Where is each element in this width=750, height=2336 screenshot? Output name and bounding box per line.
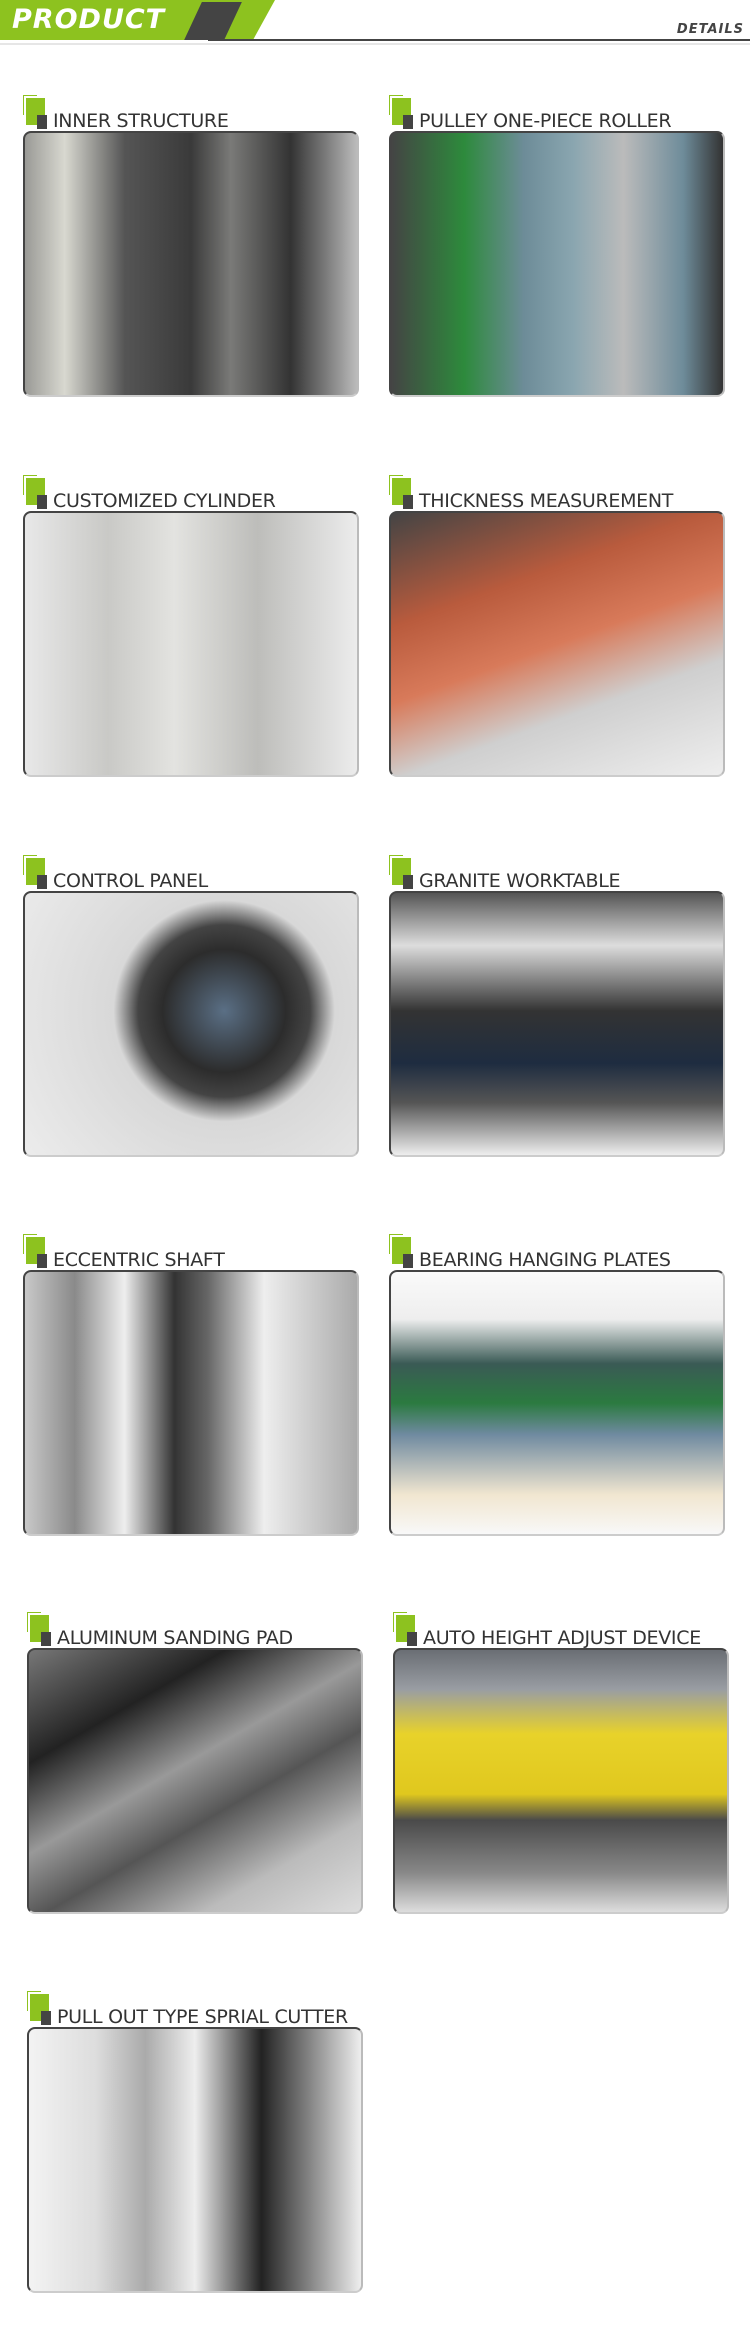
feature-title: PULLEY ONE-PIECE ROLLER	[389, 95, 725, 135]
feature-title: GRANITE WORKTABLE	[389, 855, 725, 895]
feature-photo	[23, 1270, 359, 1536]
feature-title: INNER STRUCTURE	[23, 95, 359, 135]
title-square-outline-icon	[389, 855, 403, 875]
product-feature-card: AUTO HEIGHT ADJUST DEVICE	[393, 1612, 729, 1914]
title-square-outline-icon	[389, 95, 403, 115]
feature-title-text: CUSTOMIZED CYLINDER	[53, 490, 276, 512]
product-feature-card: ECCENTRIC SHAFT	[23, 1234, 359, 1536]
header-subtitle: DETAILS	[676, 22, 744, 37]
feature-title: THICKNESS MEASUREMENT	[389, 475, 725, 515]
feature-title: CONTROL PANEL	[23, 855, 359, 895]
product-feature-card: CUSTOMIZED CYLINDER	[23, 475, 359, 777]
product-feature-card: INNER STRUCTURE	[23, 95, 359, 397]
feature-photo	[393, 1648, 729, 1914]
product-feature-card: CONTROL PANEL	[23, 855, 359, 1157]
feature-title-text: PULL OUT TYPE SPRIAL CUTTER	[57, 2006, 348, 2028]
feature-title: ALUMINUM SANDING PAD	[27, 1612, 363, 1652]
product-feature-card: BEARING HANGING PLATES	[389, 1234, 725, 1536]
feature-title: ECCENTRIC SHAFT	[23, 1234, 359, 1274]
feature-title-text: GRANITE WORKTABLE	[419, 870, 621, 892]
feature-title-text: ECCENTRIC SHAFT	[53, 1249, 225, 1271]
product-feature-card: THICKNESS MEASUREMENT	[389, 475, 725, 777]
title-square-outline-icon	[393, 1612, 407, 1632]
feature-title-text: PULLEY ONE-PIECE ROLLER	[419, 110, 672, 132]
feature-title-text: INNER STRUCTURE	[53, 110, 229, 132]
title-dark-square-icon	[41, 1632, 51, 1646]
feature-photo	[389, 1270, 725, 1536]
feature-title-text: BEARING HANGING PLATES	[419, 1249, 671, 1271]
feature-title: AUTO HEIGHT ADJUST DEVICE	[393, 1612, 729, 1652]
title-dark-square-icon	[37, 875, 47, 889]
feature-title-text: CONTROL PANEL	[53, 870, 208, 892]
title-square-outline-icon	[23, 855, 37, 875]
product-feature-card: PULL OUT TYPE SPRIAL CUTTER	[27, 1991, 363, 2293]
feature-photo	[389, 511, 725, 777]
title-square-outline-icon	[389, 1234, 403, 1254]
title-dark-square-icon	[407, 1632, 417, 1646]
title-dark-square-icon	[37, 115, 47, 129]
title-dark-square-icon	[403, 875, 413, 889]
product-feature-card: ALUMINUM SANDING PAD	[27, 1612, 363, 1914]
title-dark-square-icon	[37, 495, 47, 509]
feature-title-text: THICKNESS MEASUREMENT	[419, 490, 674, 512]
feature-title-text: AUTO HEIGHT ADJUST DEVICE	[423, 1627, 701, 1649]
feature-title: BEARING HANGING PLATES	[389, 1234, 725, 1274]
feature-title: CUSTOMIZED CYLINDER	[23, 475, 359, 515]
title-square-outline-icon	[23, 95, 37, 115]
feature-photo	[23, 891, 359, 1157]
title-dark-square-icon	[37, 1254, 47, 1268]
title-dark-square-icon	[403, 495, 413, 509]
feature-photo	[23, 511, 359, 777]
product-feature-card: GRANITE WORKTABLE	[389, 855, 725, 1157]
title-dark-square-icon	[403, 115, 413, 129]
title-square-outline-icon	[27, 1612, 41, 1632]
feature-title-text: ALUMINUM SANDING PAD	[57, 1627, 293, 1649]
title-square-outline-icon	[23, 1234, 37, 1254]
title-dark-square-icon	[41, 2011, 51, 2025]
header-divider	[208, 39, 750, 41]
header-underline	[0, 43, 750, 45]
feature-title: PULL OUT TYPE SPRIAL CUTTER	[27, 1991, 363, 2031]
feature-photo	[27, 1648, 363, 1914]
title-square-outline-icon	[27, 1991, 41, 2011]
feature-photo	[23, 131, 359, 397]
feature-photo	[389, 131, 725, 397]
title-square-outline-icon	[389, 475, 403, 495]
header-title: PRODUCT	[12, 4, 166, 35]
feature-photo	[389, 891, 725, 1157]
title-square-outline-icon	[23, 475, 37, 495]
title-dark-square-icon	[403, 1254, 413, 1268]
product-feature-card: PULLEY ONE-PIECE ROLLER	[389, 95, 725, 397]
feature-photo	[27, 2027, 363, 2293]
